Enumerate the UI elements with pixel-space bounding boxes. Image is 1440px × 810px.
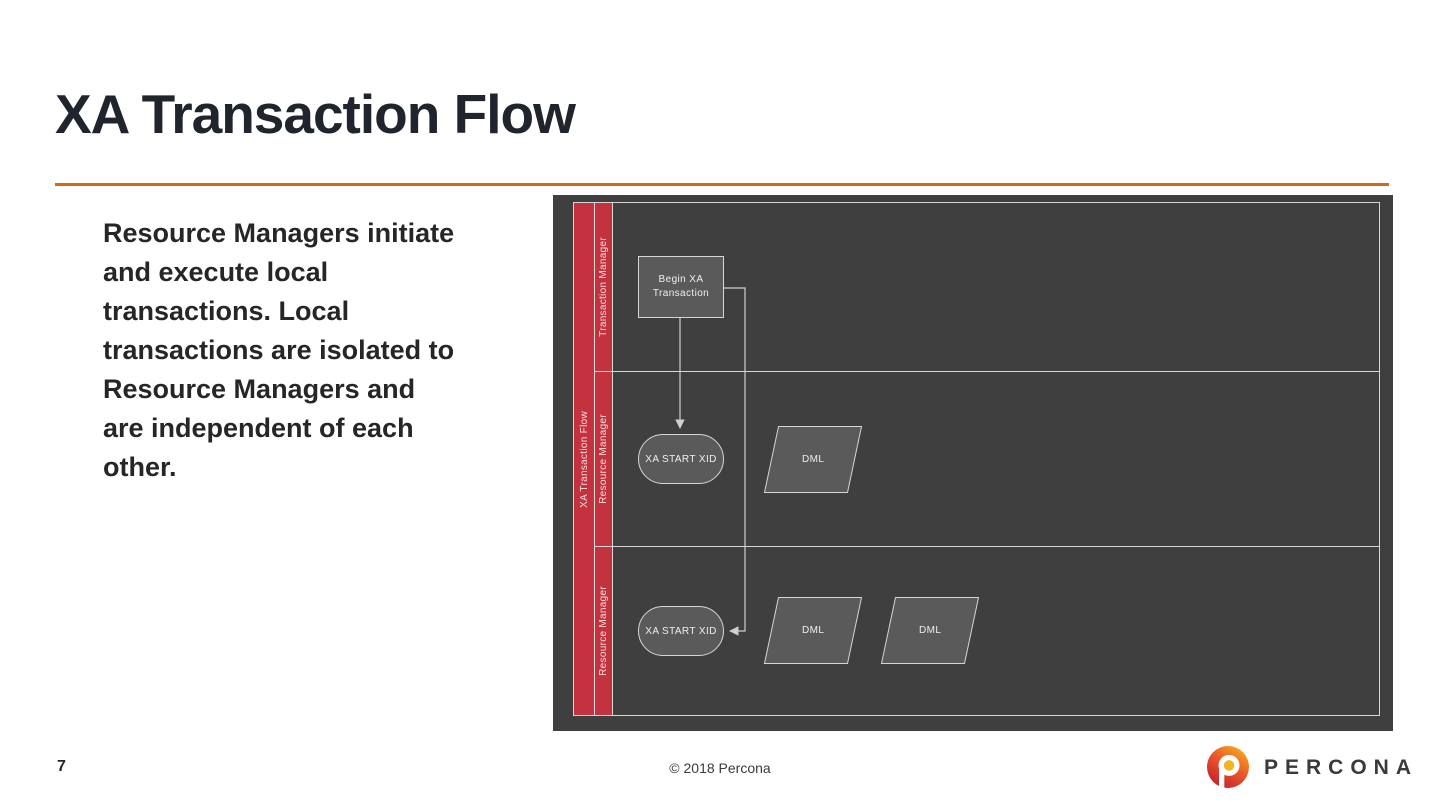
copyright: © 2018 Percona (669, 760, 771, 776)
node-label: Begin XA Transaction (652, 274, 710, 299)
page-title: XA Transaction Flow (55, 83, 576, 145)
swimlane-frame: XA Transaction Flow Transaction Manager … (573, 202, 1380, 716)
percona-logo-icon (1207, 746, 1249, 788)
node-label: DML (801, 625, 825, 636)
node-label: DML (801, 454, 825, 465)
lane-transaction-manager: Transaction Manager (595, 203, 1379, 371)
lane-content (613, 372, 1379, 546)
node-xa-start-xid-1: XA START XID (638, 434, 724, 484)
node-dml-2: DML (763, 597, 863, 664)
node-label: DML (918, 625, 942, 636)
node-label: XA START XID (645, 453, 717, 465)
body-text: Resource Managers initiate and execute l… (103, 218, 455, 482)
pool-label: XA Transaction Flow (578, 410, 590, 508)
node-begin-xa-transaction: Begin XA Transaction (638, 256, 724, 318)
node-dml-3: DML (880, 597, 980, 664)
pool-label-bar: XA Transaction Flow (574, 203, 595, 715)
swimlanes: Transaction Manager Resource Manager Res… (595, 203, 1379, 715)
lane-label: Resource Manager (598, 586, 609, 676)
node-xa-start-xid-2: XA START XID (638, 606, 724, 656)
node-label: XA START XID (645, 625, 717, 637)
node-dml-1: DML (763, 426, 863, 493)
lane-label-cell: Resource Manager (595, 372, 613, 546)
title-divider (55, 183, 1389, 186)
lane-label: Resource Manager (598, 414, 609, 504)
lane-resource-manager-1: Resource Manager (595, 371, 1379, 546)
lane-label-cell: Resource Manager (595, 547, 613, 715)
page-number: 7 (57, 758, 66, 775)
lane-label: Transaction Manager (598, 237, 609, 337)
lane-content (613, 547, 1379, 715)
lane-label-cell: Transaction Manager (595, 203, 613, 371)
lane-resource-manager-2: Resource Manager (595, 546, 1379, 715)
xa-flow-diagram: XA Transaction Flow Transaction Manager … (553, 195, 1393, 731)
percona-logo: PERCONA (1207, 746, 1418, 788)
percona-wordmark: PERCONA (1264, 756, 1419, 779)
lane-content (613, 203, 1379, 371)
